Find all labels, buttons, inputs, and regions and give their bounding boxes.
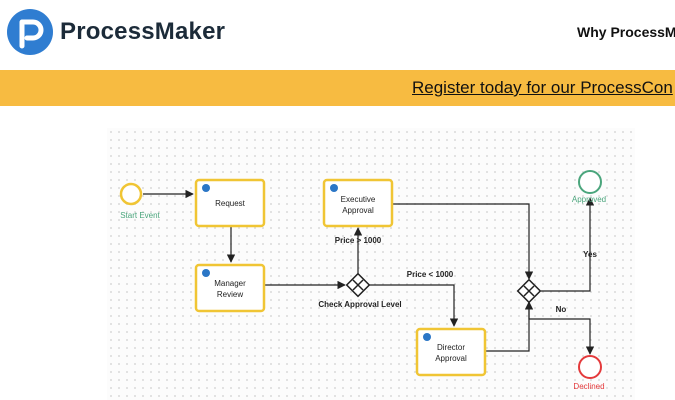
gateway-merge[interactable] — [516, 278, 542, 304]
flow-merge-to-declined — [528, 303, 595, 355]
banner-register-link[interactable]: Register today for our ProcessCon — [412, 78, 673, 97]
task-director-label-line1: Director — [437, 343, 465, 352]
site-header: ProcessMaker Why ProcessMa — [0, 0, 675, 68]
flow-executive-to-merge — [393, 203, 534, 280]
announcement-banner: Register today for our ProcessCon — [0, 70, 675, 106]
flow-label-no: No — [556, 305, 567, 314]
start-event[interactable] — [119, 182, 143, 206]
task-manager-label-line1: Manager — [214, 279, 246, 288]
user-task-icon — [330, 184, 338, 192]
flow-label-yes: Yes — [583, 250, 597, 259]
flow-director-to-merge — [485, 301, 534, 352]
flow-label-price-gt: Price > 1000 — [335, 236, 382, 245]
nav-why-processmaker[interactable]: Why ProcessMa — [577, 24, 675, 40]
end-event-approved[interactable] — [578, 170, 602, 194]
flow-label-price-lt: Price < 1000 — [407, 270, 454, 279]
task-request[interactable]: Request — [194, 178, 266, 228]
gateway-check-approval[interactable] — [345, 272, 371, 298]
logo-text: ProcessMaker — [60, 18, 226, 45]
user-task-icon — [202, 269, 210, 277]
end-approved-label: Approved — [572, 195, 606, 204]
user-task-icon — [423, 333, 431, 341]
task-executive-label-line1: Executive — [341, 195, 376, 204]
processmaker-logo[interactable]: ProcessMaker — [6, 8, 225, 56]
task-executive-approval[interactable]: Executive Approval — [322, 178, 394, 228]
start-event-label: Start Event — [120, 211, 160, 220]
task-manager-label-line2: Review — [217, 290, 243, 299]
processmaker-logo-icon — [7, 9, 53, 55]
process-diagram-svg: Start Event Request Manager Review Check… — [119, 170, 606, 391]
end-declined-label: Declined — [573, 382, 604, 391]
flow-gateway-to-director — [369, 284, 459, 327]
task-request-label: Request — [215, 199, 246, 208]
task-manager-review[interactable]: Manager Review — [194, 263, 266, 313]
flow-merge-to-approved — [541, 197, 595, 292]
task-director-label-line2: Approval — [435, 354, 467, 363]
process-diagram: Start Event Request Manager Review Check… — [107, 128, 635, 400]
task-executive-label-line2: Approval — [342, 206, 374, 215]
user-task-icon — [202, 184, 210, 192]
task-director-approval[interactable]: Director Approval — [415, 327, 487, 377]
gateway-label: Check Approval Level — [318, 300, 401, 309]
end-event-declined[interactable] — [578, 355, 602, 379]
